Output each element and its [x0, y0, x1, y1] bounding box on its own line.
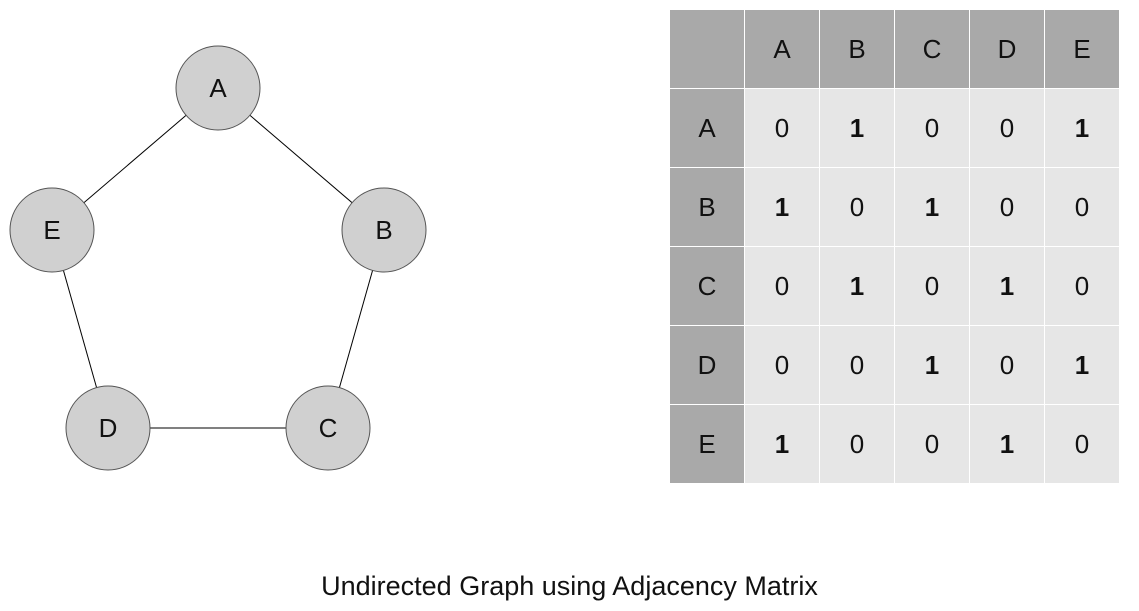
matrix-cell: 1 — [894, 325, 970, 405]
graph-nodes: A B C D E — [9, 45, 427, 471]
matrix-cell: 0 — [969, 325, 1045, 405]
matrix-row-header: B — [669, 167, 745, 247]
node-label: C — [319, 413, 338, 443]
matrix-cell: 1 — [1044, 325, 1120, 405]
graph-node-d: D — [65, 385, 151, 471]
matrix-cell: 0 — [1044, 404, 1120, 484]
node-label: A — [209, 73, 227, 103]
matrix-column-header: B — [819, 9, 895, 89]
node-circle — [285, 385, 371, 471]
node-label: D — [99, 413, 118, 443]
matrix-column-header: E — [1044, 9, 1120, 89]
matrix-cell: 1 — [969, 404, 1045, 484]
node-label: E — [43, 215, 60, 245]
matrix-cell: 0 — [819, 325, 895, 405]
matrix-row: A 0 1 0 0 1 — [669, 88, 1120, 168]
node-circle — [65, 385, 151, 471]
matrix-cell: 0 — [744, 246, 820, 326]
matrix-cell: 0 — [969, 167, 1045, 247]
node-label: B — [375, 215, 392, 245]
matrix-column-header: C — [894, 9, 970, 89]
matrix-cell: 0 — [744, 88, 820, 168]
matrix-row-header: C — [669, 246, 745, 326]
graph-node-c: C — [285, 385, 371, 471]
node-circle — [9, 187, 95, 273]
matrix-cell: 0 — [894, 88, 970, 168]
graph-diagram: A B C D E — [9, 45, 427, 471]
matrix-cell: 0 — [969, 88, 1045, 168]
graph-edges — [51, 87, 385, 429]
matrix-column-header: D — [969, 9, 1045, 89]
graph-node-e: E — [9, 187, 95, 273]
matrix-row: C 0 1 0 1 0 — [669, 246, 1120, 326]
matrix-row-header: A — [669, 88, 745, 168]
matrix-cell: 1 — [744, 167, 820, 247]
matrix-cell: 1 — [744, 404, 820, 484]
matrix-row-header: E — [669, 404, 745, 484]
matrix-header-row: A B C D E — [669, 9, 1120, 89]
matrix-row: B 1 0 1 0 0 — [669, 167, 1120, 247]
matrix-column-header: A — [744, 9, 820, 89]
adjacency-matrix: A B C D E A 0 1 0 0 1 B 1 0 1 0 0 C 0 1 … — [669, 9, 1120, 484]
matrix-cell: 0 — [819, 404, 895, 484]
matrix-cell: 0 — [894, 246, 970, 326]
matrix-cell: 1 — [1044, 88, 1120, 168]
matrix-cell: 0 — [744, 325, 820, 405]
matrix-row: D 0 0 1 0 1 — [669, 325, 1120, 405]
matrix-cell: 0 — [1044, 167, 1120, 247]
matrix-row-header: D — [669, 325, 745, 405]
node-circle — [341, 187, 427, 273]
graph-node-a: A — [175, 45, 261, 131]
graph-node-b: B — [341, 187, 427, 273]
matrix-cell: 0 — [819, 167, 895, 247]
matrix-cell: 1 — [894, 167, 970, 247]
diagram-caption: Undirected Graph using Adjacency Matrix — [321, 571, 818, 601]
matrix-corner-cell — [669, 9, 745, 89]
matrix-cell: 1 — [969, 246, 1045, 326]
node-circle — [175, 45, 261, 131]
matrix-cell: 1 — [819, 246, 895, 326]
matrix-cell: 0 — [1044, 246, 1120, 326]
matrix-cell: 0 — [894, 404, 970, 484]
matrix-cell: 1 — [819, 88, 895, 168]
matrix-row: E 1 0 0 1 0 — [669, 404, 1120, 484]
